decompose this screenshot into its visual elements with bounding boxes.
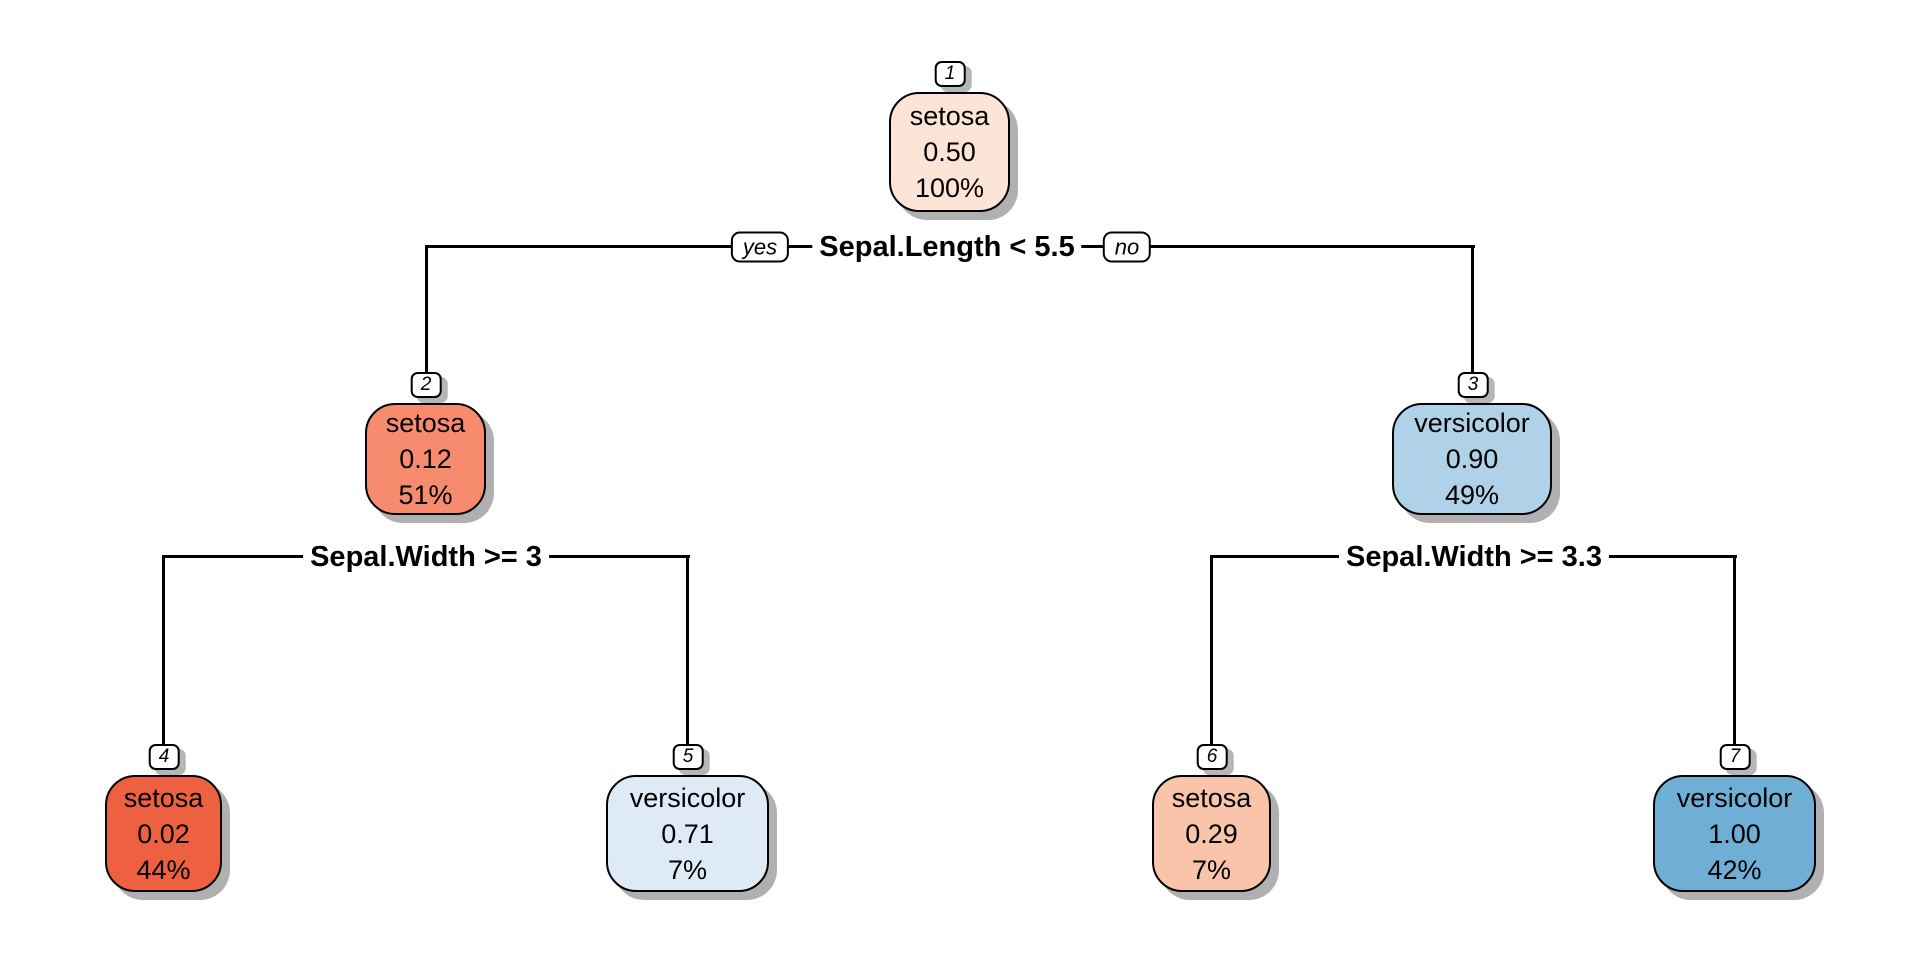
node-2-prob: 0.12 bbox=[399, 444, 452, 474]
node-3-prob: 0.90 bbox=[1445, 444, 1499, 474]
node-3-class: versicolor bbox=[1414, 408, 1530, 438]
node-6-prob: 0.29 bbox=[1185, 818, 1238, 849]
node-2-class: setosa bbox=[385, 408, 466, 438]
node-5-class: versicolor bbox=[629, 782, 746, 813]
node-7-class: versicolor bbox=[1676, 782, 1793, 813]
node-1-number-badge: 1 bbox=[934, 61, 966, 87]
node-7-number-badge: 7 bbox=[1719, 744, 1751, 770]
node-6-coverage: 7% bbox=[1191, 854, 1232, 885]
node-4-coverage: 44% bbox=[136, 854, 191, 885]
branch-label-no: no bbox=[1102, 231, 1152, 263]
edge-to-node-2 bbox=[425, 245, 428, 373]
split-condition-left: Sepal.Width >= 3 bbox=[303, 540, 549, 574]
node-6-class: setosa bbox=[1171, 782, 1252, 813]
edge-to-node-4 bbox=[162, 555, 165, 746]
node-3-number-badge: 3 bbox=[1457, 372, 1489, 398]
tree-node-7: versicolor 1.00 42% bbox=[1653, 775, 1816, 892]
node-1-coverage: 100% bbox=[914, 173, 985, 203]
node-5-prob: 0.71 bbox=[661, 818, 714, 849]
tree-node-5: versicolor 0.71 7% bbox=[606, 775, 769, 892]
node-2-number-badge: 2 bbox=[410, 372, 442, 398]
node-1-prob: 0.50 bbox=[923, 137, 976, 167]
edge-to-node-3 bbox=[1471, 245, 1474, 373]
tree-node-1: setosa 0.50 100% bbox=[889, 92, 1010, 212]
node-3-coverage: 49% bbox=[1444, 480, 1500, 510]
split-condition-right: Sepal.Width >= 3.3 bbox=[1339, 540, 1609, 574]
node-2-coverage: 51% bbox=[398, 480, 453, 510]
edge-to-node-5 bbox=[686, 555, 689, 746]
node-4-class: setosa bbox=[123, 782, 204, 813]
branch-label-yes: yes bbox=[730, 231, 790, 263]
edge-to-node-7 bbox=[1733, 555, 1736, 746]
node-6-number-badge: 6 bbox=[1196, 744, 1228, 770]
edge-to-node-6 bbox=[1210, 555, 1213, 746]
tree-node-2: setosa 0.12 51% bbox=[365, 403, 486, 515]
node-5-coverage: 7% bbox=[667, 854, 708, 885]
node-1-class: setosa bbox=[909, 101, 990, 131]
node-4-number-badge: 4 bbox=[148, 744, 180, 770]
node-7-prob: 1.00 bbox=[1708, 818, 1761, 849]
node-7-coverage: 42% bbox=[1707, 854, 1762, 885]
tree-node-6: setosa 0.29 7% bbox=[1152, 775, 1271, 892]
tree-node-4: setosa 0.02 44% bbox=[105, 775, 222, 892]
split-condition-root: Sepal.Length < 5.5 bbox=[812, 230, 1082, 264]
tree-node-3: versicolor 0.90 49% bbox=[1392, 403, 1552, 515]
node-4-prob: 0.02 bbox=[137, 818, 190, 849]
node-5-number-badge: 5 bbox=[672, 744, 704, 770]
